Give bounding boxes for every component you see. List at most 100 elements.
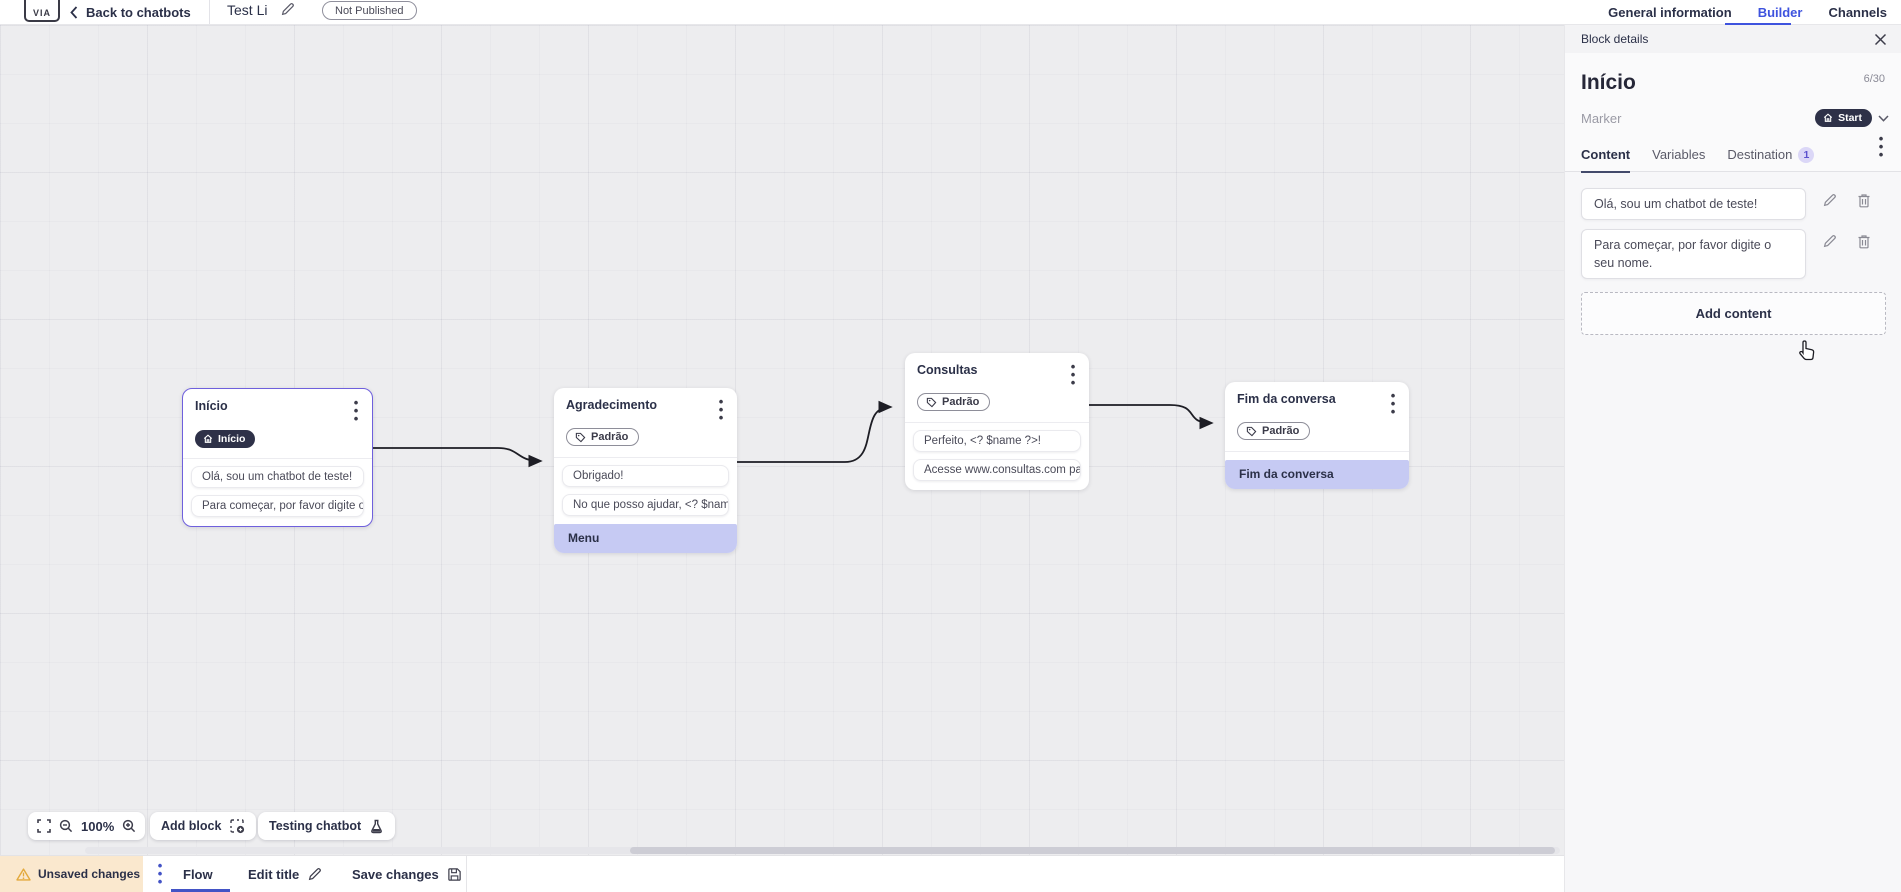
block-name-input[interactable]: Início: [1581, 71, 1636, 94]
flow-block-consultas[interactable]: Consultas ••• Padrão Perfeito, <? $name …: [905, 353, 1089, 490]
block-title: Início: [195, 399, 228, 413]
flow-menu-icon[interactable]: •••: [157, 857, 163, 890]
home-icon: [203, 434, 213, 444]
padrao-tag-badge: Padrão: [1237, 422, 1311, 441]
destination-count-badge: 1: [1798, 146, 1815, 163]
flow-block-agradecimento[interactable]: Agradecimento ••• Padrão Obrigado! No qu…: [554, 388, 737, 553]
block-menu-icon[interactable]: •••: [718, 394, 724, 426]
content-row: Olá, sou um chatbot de teste!: [1581, 188, 1885, 221]
marker-select[interactable]: Start: [1815, 109, 1889, 127]
block-menu-icon[interactable]: •••: [353, 395, 359, 427]
tab-variables[interactable]: Variables: [1652, 147, 1706, 162]
back-to-chatbots-button[interactable]: Back to chatbots: [70, 0, 191, 24]
edit-title-icon[interactable]: [280, 2, 295, 17]
add-content-button[interactable]: Add content: [1581, 292, 1886, 336]
message-item[interactable]: Acesse www.consultas.com par...: [913, 458, 1081, 481]
unsaved-changes-label: Unsaved changes: [38, 867, 141, 881]
content-row: Para começar, por favor digite o seu nom…: [1581, 229, 1885, 280]
zoom-in-icon[interactable]: [122, 819, 136, 833]
tab-flow[interactable]: Flow: [183, 866, 213, 882]
tag-icon: [1246, 426, 1257, 437]
block-title: Fim da conversa: [1237, 392, 1336, 406]
start-marker-badge: Start: [1815, 109, 1872, 127]
edit-content-icon[interactable]: [1822, 193, 1837, 208]
block-details-panel: Block details Início 6/30 Marker Start C…: [1564, 25, 1901, 892]
panel-menu-icon[interactable]: •••: [1878, 131, 1884, 163]
chatbot-title: Test Li: [227, 2, 268, 18]
bottom-bar: Unsaved changes ••• Flow Edit title Save…: [0, 855, 1564, 892]
flow-block-inicio[interactable]: Início ••• Início Olá, sou um chatbot de…: [182, 388, 373, 528]
tag-icon: [926, 397, 937, 408]
block-title: Agradecimento: [566, 398, 657, 412]
edit-content-icon[interactable]: [1822, 234, 1837, 249]
start-marker-badge: Início: [195, 430, 256, 449]
delete-content-icon[interactable]: [1857, 234, 1871, 249]
tab-destination[interactable]: Destination 1: [1727, 146, 1815, 172]
tab-builder-underline: [1725, 23, 1791, 25]
canvas-horizontal-scrollbar-thumb[interactable]: [630, 847, 1555, 854]
divider: [554, 456, 737, 458]
block-menu-icon[interactable]: •••: [1070, 359, 1076, 391]
end-conversation-item[interactable]: Fim da conversa: [1225, 459, 1409, 489]
pencil-icon: [309, 867, 322, 880]
save-icon: [447, 867, 461, 881]
top-bar: VIA Back to chatbots Test Li Not Publish…: [0, 0, 1901, 25]
block-menu-icon[interactable]: •••: [1390, 388, 1396, 420]
canvas-horizontal-scrollbar-track[interactable]: [85, 847, 1560, 854]
padrao-tag-badge: Padrão: [566, 428, 640, 447]
divider: [183, 458, 372, 460]
flask-icon: [369, 819, 384, 834]
testing-chatbot-button[interactable]: Testing chatbot: [258, 812, 396, 840]
divider: [905, 421, 1089, 423]
testing-chatbot-label: Testing chatbot: [269, 819, 362, 833]
char-count: 6/30: [1863, 73, 1885, 85]
publish-status-badge: Not Published: [322, 1, 417, 20]
marker-row: Marker Start: [1565, 95, 1901, 127]
zoom-level: 100%: [81, 818, 115, 834]
message-item[interactable]: Olá, sou um chatbot de teste!: [191, 466, 364, 489]
message-item[interactable]: Perfeito, <? $name ?>!: [913, 429, 1081, 452]
add-block-button[interactable]: Add block: [150, 812, 257, 840]
message-item[interactable]: No que posso ajudar, <? $name ...: [562, 493, 729, 516]
delete-content-icon[interactable]: [1857, 193, 1871, 208]
message-item[interactable]: Para começar, por favor digite o ...: [191, 495, 364, 518]
tab-flow-underline: [171, 889, 230, 892]
zoom-controls: 100%: [28, 812, 146, 840]
flow-block-fim-da-conversa[interactable]: Fim da conversa ••• Padrão Fim da conver…: [1225, 382, 1409, 489]
divider: [209, 0, 210, 24]
fit-screen-icon[interactable]: [37, 819, 51, 833]
back-label: Back to chatbots: [86, 4, 191, 20]
divider: [466, 856, 467, 892]
message-item[interactable]: Obrigado!: [562, 464, 729, 487]
chevron-left-icon: [70, 5, 78, 19]
panel-header-label: Block details: [1581, 32, 1649, 46]
tab-content[interactable]: Content: [1581, 147, 1631, 173]
panel-tabs: Content Variables Destination 1 •••: [1565, 127, 1901, 173]
zoom-out-icon[interactable]: [59, 819, 73, 833]
content-text-field[interactable]: Olá, sou um chatbot de teste!: [1581, 188, 1806, 221]
divider: [1225, 450, 1409, 452]
warning-icon: [16, 867, 31, 881]
edit-title-button[interactable]: Edit title: [248, 856, 322, 892]
app-logo[interactable]: VIA: [24, 0, 60, 22]
padrao-tag-badge: Padrão: [917, 393, 991, 412]
tab-general-information[interactable]: General information: [1608, 4, 1732, 20]
content-tab-body: Olá, sou um chatbot de teste! Para começ…: [1565, 172, 1901, 892]
block-name-row: Início 6/30: [1565, 53, 1901, 95]
close-icon[interactable]: [1874, 33, 1887, 46]
content-text-field[interactable]: Para começar, por favor digite o seu nom…: [1581, 229, 1806, 280]
flow-canvas[interactable]: Início ••• Início Olá, sou um chatbot de…: [0, 25, 1564, 855]
tab-builder[interactable]: Builder: [1757, 4, 1803, 20]
add-block-label: Add block: [161, 819, 222, 833]
panel-header: Block details: [1565, 25, 1901, 53]
home-icon: [1823, 113, 1833, 122]
marker-label: Marker: [1581, 110, 1622, 126]
builder-nav-tabs: General information Builder Channels: [1608, 0, 1887, 24]
unsaved-changes-indicator: Unsaved changes: [0, 856, 143, 892]
add-block-icon: [229, 818, 245, 834]
menu-option-item[interactable]: Menu: [554, 523, 737, 553]
tab-channels[interactable]: Channels: [1828, 4, 1887, 20]
chevron-down-icon: [1878, 114, 1889, 122]
save-changes-button[interactable]: Save changes: [352, 856, 462, 892]
